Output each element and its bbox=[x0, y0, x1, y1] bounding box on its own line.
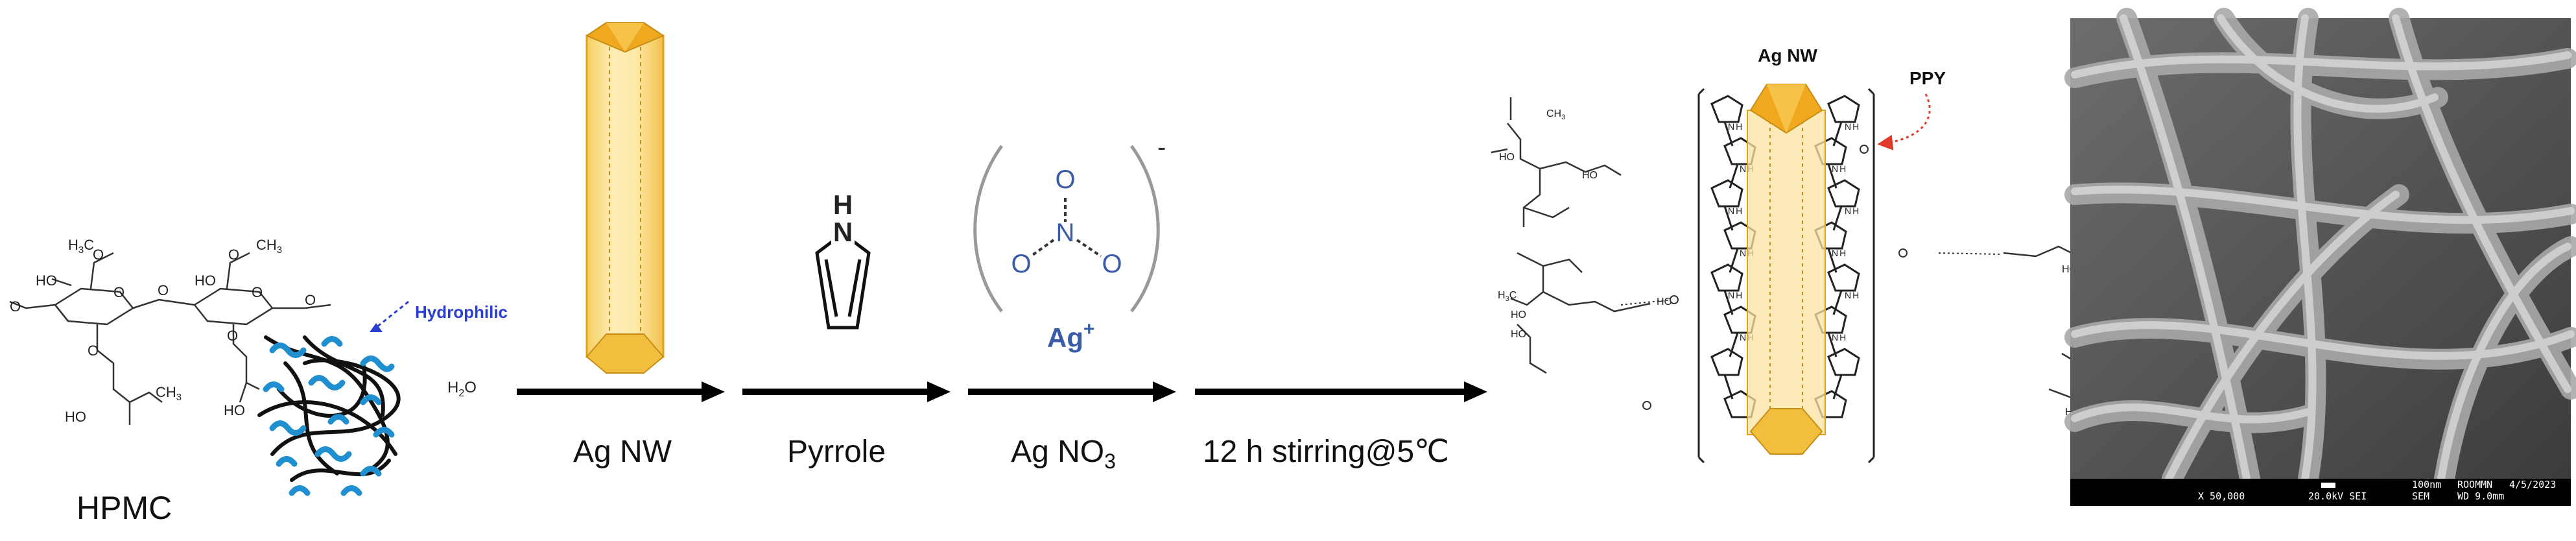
ppy-pointer-arrow bbox=[1877, 93, 1931, 150]
sem-nanowires bbox=[2064, 8, 2576, 489]
step-label-pyrrole: Pyrrole bbox=[787, 435, 886, 469]
silver-nanowire-icon bbox=[585, 22, 665, 374]
nitrate-oxygen: O bbox=[1055, 165, 1075, 194]
sem-date: 4/5/2023 bbox=[2509, 479, 2556, 490]
hydrophilic-label: Hydrophilic bbox=[415, 302, 508, 322]
hydroxyl-group: HO bbox=[195, 272, 216, 289]
sem-info-bar bbox=[2070, 479, 2571, 506]
pyrrole-nitrogen: N bbox=[833, 217, 853, 247]
product-hydroxyl: HO bbox=[1499, 152, 1515, 163]
ring-oxygen: O bbox=[252, 284, 263, 300]
sem-mode: SEM bbox=[2412, 490, 2429, 502]
tail-oxygen: O bbox=[305, 292, 316, 308]
product-hydroxyl: HO bbox=[1511, 309, 1526, 320]
methyl-group: CH3 bbox=[156, 384, 182, 403]
ring-oxygen: O bbox=[113, 284, 124, 300]
product-ppy-label: PPY bbox=[1909, 68, 1946, 88]
ppy-charge-markers bbox=[1642, 145, 1908, 410]
step-label-stirring: 12 h stirring@5℃ bbox=[1203, 435, 1449, 469]
sem-working-distance: WD 9.0mm bbox=[2457, 490, 2504, 502]
composite-silver-nanowire bbox=[1747, 84, 1826, 455]
nitrate-oxygen: O bbox=[1102, 250, 1122, 278]
hydroxyl-group: HO bbox=[65, 409, 86, 425]
sem-magnification: X 50,000 bbox=[2198, 490, 2245, 502]
sem-lab: ROOMMN bbox=[2457, 479, 2492, 490]
water-label: H2O bbox=[447, 379, 477, 399]
product-methyl: H3C bbox=[1498, 290, 1517, 303]
silver-nitrate-structure: - O N O O Ag+ bbox=[973, 133, 1166, 353]
hydrophilic-callout: Hydrophilic bbox=[370, 300, 508, 332]
product-agnw-label: Ag NW bbox=[1758, 45, 1817, 66]
reaction-arrows bbox=[517, 381, 1487, 402]
step-label-silver-nitrate: Ag NO3 bbox=[1011, 435, 1116, 473]
nitrate-oxygen: O bbox=[1011, 250, 1031, 278]
product-hydroxyl: HO bbox=[1511, 329, 1526, 340]
sem-micrograph: X 50,000 20.0kV SEI SEM WD 9.0mm 100nm R… bbox=[2064, 8, 2576, 506]
product-hydroxyl: HO bbox=[1657, 296, 1672, 307]
pyrrole-hydrogen: H bbox=[833, 189, 853, 220]
hpmc-polymer-coil bbox=[257, 335, 401, 496]
product-hydroxyl: HO bbox=[1582, 170, 1598, 181]
chain-oxygen: O bbox=[88, 343, 99, 359]
silver-cation: Ag+ bbox=[1047, 319, 1095, 353]
chain-oxygen: O bbox=[227, 328, 238, 344]
link-oxygen: O bbox=[158, 282, 169, 298]
polypyrrole-chain-right bbox=[1814, 88, 1875, 464]
sem-scale-value: 100nm bbox=[2412, 479, 2441, 490]
hydroxyl-group: HO bbox=[224, 402, 245, 418]
pyrrole-structure: N H bbox=[815, 189, 871, 330]
polypyrrole-chain-left bbox=[1697, 88, 1756, 464]
sem-voltage: 20.0kV SEI bbox=[2308, 490, 2367, 502]
nitrate-charge: - bbox=[1157, 133, 1166, 162]
sem-scale-bar bbox=[2321, 483, 2335, 488]
methoxy-oxygen: O bbox=[228, 246, 239, 263]
tail-oxygen: O bbox=[10, 298, 21, 315]
composite-product: HO HO HO HO H3C CH3 HO HO HO HO CH3 bbox=[1491, 45, 2139, 472]
methyl-group: CH3 bbox=[256, 237, 282, 256]
hpmc-structure: O O O O O O O H3C CH3 HO HO O O HO CH3 H… bbox=[9, 237, 331, 425]
product-methyl: CH3 bbox=[1546, 108, 1565, 121]
hydroxyl-group: HO bbox=[36, 272, 57, 289]
hpmc-label: HPMC bbox=[77, 490, 172, 526]
nitrate-nitrogen: N bbox=[1056, 219, 1075, 247]
step-label-agnw: Ag NW bbox=[573, 435, 672, 469]
methyl-group: H3C bbox=[68, 237, 94, 256]
methoxy-oxygen: O bbox=[93, 246, 104, 263]
